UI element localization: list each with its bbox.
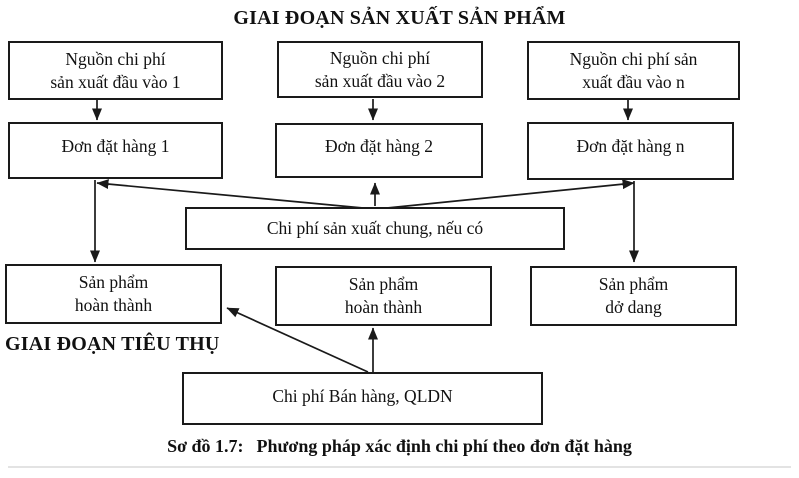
- arrow-overhead-to-order1: [96, 179, 364, 209]
- box-order-1: Đơn đặt hàng 1: [8, 122, 223, 179]
- box-overhead-cost-label: Chi phí sản xuất chung, nếu có: [266, 218, 484, 239]
- box-cost-input-1-line1: Nguồn chi phí: [65, 48, 166, 69]
- box-order-1-label: Đơn đặt hàng 1: [61, 135, 170, 156]
- box-finished-product-2-line1: Sản phẩm: [348, 274, 419, 295]
- box-order-2-label: Đơn đặt hàng 2: [325, 135, 433, 156]
- box-finished-product-1-line2: hoàn thành: [74, 295, 153, 315]
- box-order-n-label: Đơn đặt hàng n: [576, 136, 685, 157]
- box-cost-input-1-line2: sản xuất đầu vào 1: [50, 71, 181, 92]
- box-order-2: Đơn đặt hàng 2: [275, 123, 483, 178]
- box-selling-admin-cost: Chi phí Bán hàng, QLDN: [182, 372, 543, 425]
- caption-number: Sơ đồ 1.7:: [167, 436, 244, 456]
- box-selling-admin-cost-label: Chi phí Bán hàng, QLDN: [272, 385, 453, 406]
- diagram-title: GIAI ĐOẠN SẢN XUẤT SẢN PHẨM: [233, 7, 566, 29]
- bottom-divider: [8, 466, 791, 468]
- box-finished-product-2-line2: hoàn thành: [344, 297, 423, 317]
- box-cost-input-2-line2: sản xuất đầu vào 2: [314, 70, 446, 91]
- box-finished-product-1-line1: Sản phẩm: [78, 272, 149, 293]
- box-cost-input-2-line1: Nguồn chi phí: [329, 47, 431, 68]
- box-order-n: Đơn đặt hàng n: [527, 122, 734, 180]
- box-work-in-progress-line2: dở dang: [605, 297, 662, 317]
- box-cost-input-1: Nguồn chi phí sản xuất đầu vào 1: [8, 41, 223, 100]
- box-work-in-progress: Sản phẩm dở dang: [530, 266, 737, 326]
- box-cost-input-2: Nguồn chi phí sản xuất đầu vào 2: [277, 41, 483, 98]
- arrow-overhead-to-ordern: [386, 179, 635, 209]
- box-finished-product-2: Sản phẩm hoàn thành: [275, 266, 492, 326]
- box-cost-input-n-line1: Nguồn chi phí sản: [569, 48, 698, 69]
- caption-text: Phương pháp xác định chi phí theo đơn đặ…: [256, 436, 632, 456]
- section-label-consumption-phase: GIAI ĐOẠN TIÊU THỤ: [5, 333, 220, 355]
- box-overhead-cost: Chi phí sản xuất chung, nếu có: [185, 207, 565, 250]
- diagram-caption: Sơ đồ 1.7: Phương pháp xác định chi phí t…: [0, 436, 799, 457]
- arrow-selling-to-finished1: [226, 307, 369, 373]
- box-cost-input-n-line2: xuất đầu vào n: [582, 71, 685, 92]
- box-finished-product-1: Sản phẩm hoàn thành: [5, 264, 222, 324]
- box-work-in-progress-line1: Sản phẩm: [598, 274, 669, 295]
- box-cost-input-n: Nguồn chi phí sản xuất đầu vào n: [527, 41, 740, 100]
